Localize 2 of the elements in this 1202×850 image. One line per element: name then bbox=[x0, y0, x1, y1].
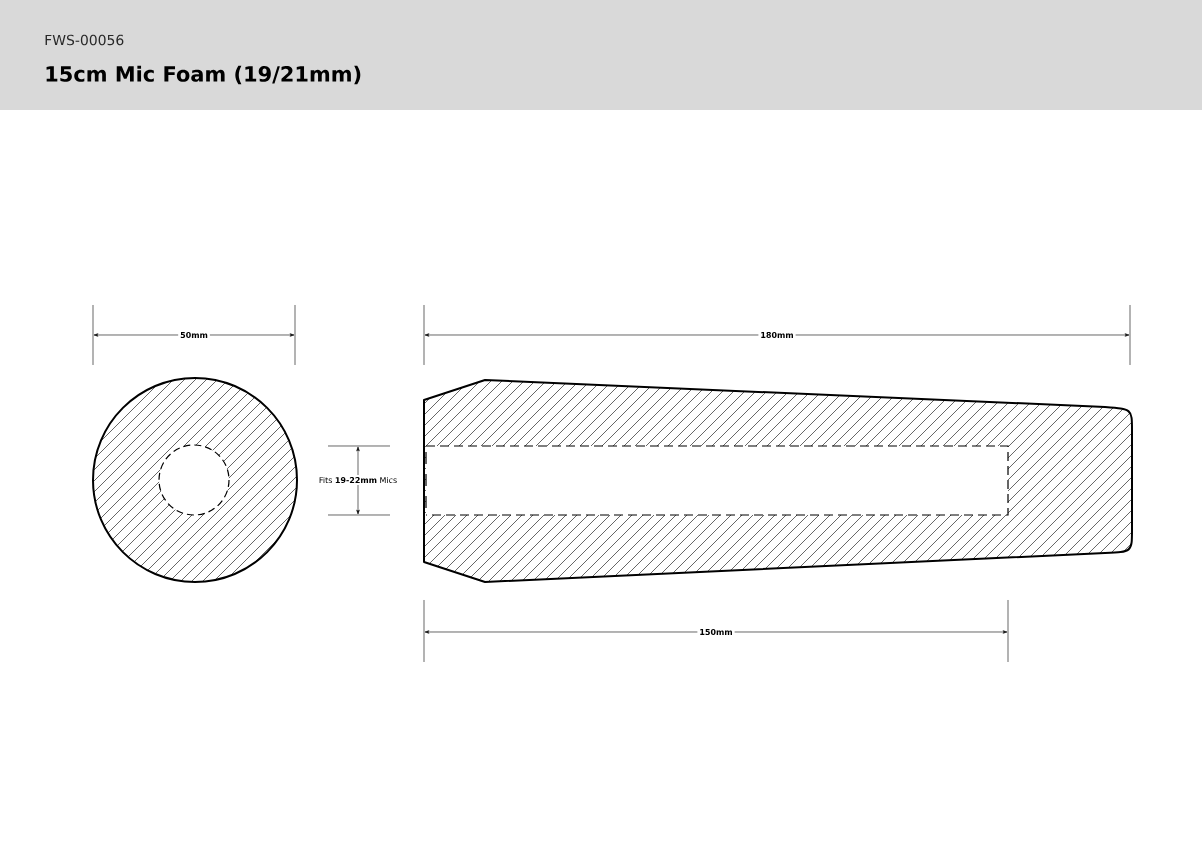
part-number: FWS-00056 bbox=[45, 34, 124, 46]
title: 15cm Mic Foam (19/21mm) bbox=[46, 65, 361, 85]
